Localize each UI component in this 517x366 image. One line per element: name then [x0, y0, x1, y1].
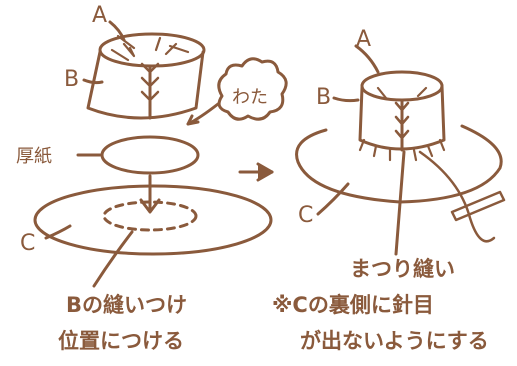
left-label-b: B [64, 67, 79, 92]
cardboard-label: 厚紙 [16, 146, 52, 167]
right-note-line2: が出ないようにする [300, 329, 489, 353]
left-label-c: C [20, 231, 35, 256]
right-note-line1: ※Cの裏側に針目 [272, 293, 434, 317]
stitch-pointer [394, 150, 406, 256]
right-label-b: B [316, 85, 331, 110]
stitch-label: まつり縫い [350, 257, 455, 281]
left-instruction-pointer [92, 230, 134, 288]
needle [450, 190, 506, 222]
down-arrow-head [139, 198, 161, 214]
thread [418, 150, 496, 243]
left-brim-c [33, 184, 273, 256]
right-label-c: C [298, 203, 313, 228]
right-pointer-b [332, 96, 360, 103]
left-sew-position [102, 200, 198, 232]
left-pointer-c [44, 224, 72, 240]
left-label-a: A [92, 3, 107, 28]
right-pointer-c [316, 182, 350, 216]
left-pointer-a [108, 20, 126, 42]
left-crown-top-a [98, 32, 206, 68]
left-instruction-line1: Bの縫いつけ [66, 293, 187, 317]
right-label-a: A [356, 27, 371, 52]
cardboard-disc [100, 135, 200, 175]
cotton-arrow [186, 102, 220, 126]
cotton-label: わた [232, 87, 268, 108]
left-crown-side-b [86, 50, 205, 120]
left-crown [86, 32, 206, 120]
left-instruction-line2: 位置につける [58, 329, 184, 353]
cotton-cloud [217, 57, 288, 121]
right-pointer-a [354, 44, 380, 74]
left-pointer-b [82, 78, 104, 85]
step-arrow-head [256, 162, 274, 182]
